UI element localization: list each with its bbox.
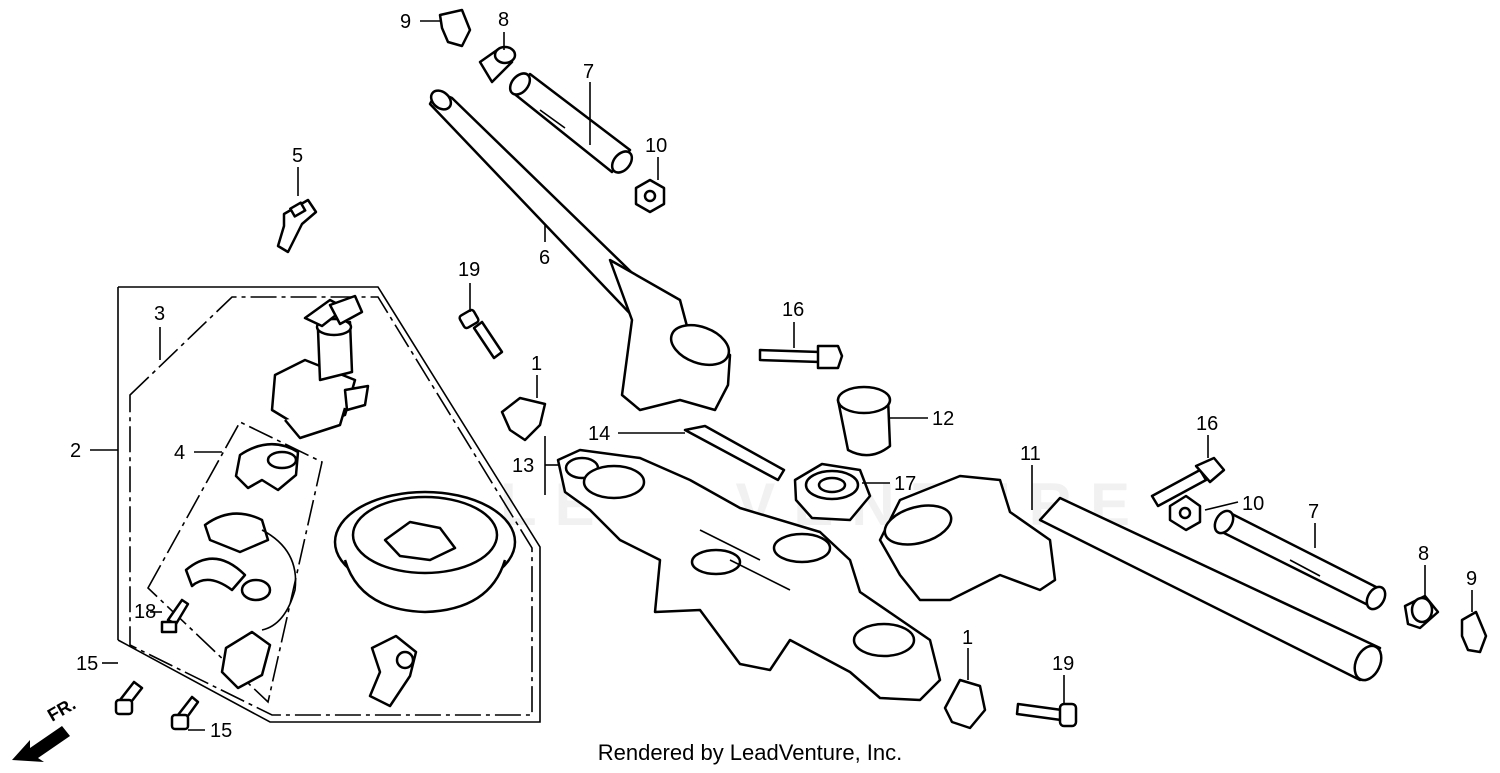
ignition-switch-group-outline [117,286,541,723]
key-part[interactable] [276,198,318,254]
ignition-switch-part[interactable] [270,294,370,440]
bolt-16-upper-part[interactable] [758,344,844,370]
callout-13: 13 [512,455,534,477]
top-bridge-part[interactable] [556,448,942,702]
bolt-19-lower-part[interactable] [1015,702,1078,728]
wire-clip-upper-part[interactable] [500,396,547,442]
bolt-16-lower-part[interactable] [1150,456,1226,508]
callout-8-lower: 8 [1418,543,1429,565]
callout-10-upper: 10 [645,135,667,157]
callout-7-lower: 7 [1308,501,1319,523]
callout-17: 17 [894,473,916,495]
grip-pipe-lower-part[interactable] [1211,508,1389,613]
callout-16-lower: 16 [1196,413,1218,435]
right-handlebar-part[interactable] [878,474,1386,684]
callout-2: 2 [70,440,81,462]
callout-10-lower: 10 [1242,493,1264,515]
callout-6: 6 [539,247,550,269]
nut-17-part[interactable] [793,462,872,522]
clip-upper-part[interactable] [438,8,472,48]
clip-lower-part[interactable] [1460,610,1488,654]
switch-bracket-part[interactable] [368,634,418,708]
callout-1-upper: 1 [531,353,542,375]
callout-8-upper: 8 [498,9,509,31]
wire-clip-lower-part[interactable] [943,678,987,730]
callout-12: 12 [932,408,954,430]
callout-11: 11 [1020,443,1041,465]
callout-7-upper: 7 [583,61,594,83]
callout-3: 3 [154,303,165,325]
screw-15-lower-part[interactable] [170,695,200,731]
switch-contact-part[interactable] [184,442,300,690]
collar-upper-part[interactable] [478,45,517,84]
cover-cap-part[interactable] [333,490,517,614]
screw-18-part[interactable] [160,598,190,634]
svg-text:FR.: FR. [44,694,79,726]
collar-lower-part[interactable] [1403,594,1440,630]
callout-15-lower: 15 [210,720,232,742]
callout-9-lower: 9 [1466,568,1477,590]
bolt-19-upper-part[interactable] [458,308,504,360]
screw-15-upper-part[interactable] [114,680,144,716]
grip-pipe-upper-part[interactable] [506,70,636,177]
callout-1-lower: 1 [962,627,973,649]
callout-labels: 9 8 7 10 5 6 19 3 16 1 12 14 16 2 4 11 1… [70,9,1477,742]
left-handlebar-part[interactable] [427,87,734,412]
callout-5: 5 [292,145,303,167]
nut-upper-part[interactable] [634,178,666,214]
callout-19-upper: 19 [458,259,480,281]
emblem-14-part[interactable] [683,424,786,482]
callout-14: 14 [588,423,610,445]
leader-lines [90,20,1473,731]
cap-12-part[interactable] [836,385,892,457]
callout-4: 4 [174,442,185,464]
nut-lower-part[interactable] [1168,494,1202,532]
callout-16-upper: 16 [782,299,804,321]
render-credit: Rendered by LeadVenture, Inc. [597,740,903,765]
callout-19-lower: 19 [1052,653,1074,675]
callout-9-upper: 9 [400,11,411,33]
callout-15-upper: 15 [76,653,98,675]
callout-18: 18 [134,601,156,623]
